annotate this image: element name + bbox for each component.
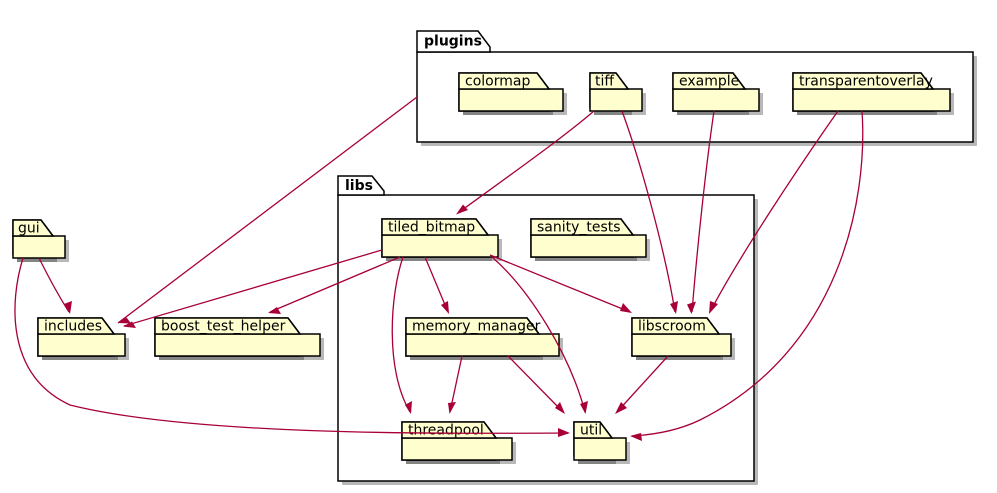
package-plugins-label: plugins	[424, 34, 482, 50]
node-libscroom-label: libscroom	[638, 319, 706, 335]
node-gui[interactable]: gui	[12, 219, 69, 262]
edge-tiled_bitmap-to-includes	[123, 249, 383, 328]
node-example-label: example	[679, 74, 739, 90]
node-transparentoverlay-label: transparentoverlay	[799, 74, 933, 90]
node-memory_manager[interactable]: memory_manager	[405, 317, 563, 360]
package-libs-label: libs	[345, 178, 373, 194]
node-util[interactable]: util	[573, 421, 630, 464]
node-threadpool[interactable]: threadpool	[401, 421, 516, 464]
edge-plugins-to-includes	[117, 96, 418, 324]
node-tiled_bitmap[interactable]: tiled_bitmap	[381, 218, 502, 261]
edge-gui-to-util	[14, 257, 570, 437]
edge-memory_manager-to-util	[507, 355, 565, 414]
node-tiled_bitmap-label: tiled_bitmap	[388, 220, 475, 236]
edge-tiled_bitmap-to-memory_manager	[424, 256, 449, 314]
node-colormap-label: colormap	[465, 74, 530, 90]
node-boost_test_helper-label: boost_test_helper	[161, 319, 286, 335]
node-tiff[interactable]: tiff	[589, 72, 646, 115]
node-libscroom[interactable]: libscroom	[631, 317, 735, 360]
edges-layer	[14, 96, 864, 441]
node-example[interactable]: example	[672, 72, 763, 115]
edge-tiled_bitmap-to-util	[491, 256, 588, 414]
node-gui-label: gui	[18, 221, 40, 237]
node-util-label: util	[580, 423, 602, 439]
edge-memory_manager-to-threadpool	[448, 355, 463, 414]
node-threadpool-label: threadpool	[408, 423, 484, 439]
node-boost_test_helper[interactable]: boost_test_helper	[154, 317, 324, 360]
edge-tiled_bitmap-to-threadpool	[391, 256, 412, 414]
node-colormap[interactable]: colormap	[458, 72, 567, 115]
node-tiff-label: tiff	[595, 74, 614, 90]
edge-tiled_bitmap-to-libscroom	[489, 254, 632, 313]
node-transparentoverlay[interactable]: transparentoverlay	[792, 72, 954, 115]
edge-transparentoverlay-to-libscroom	[709, 110, 839, 314]
edge-tiff-to-libscroom	[621, 110, 678, 314]
edge-libscroom-to-util	[615, 355, 669, 414]
node-memory_manager-label: memory_manager	[412, 319, 541, 335]
node-sanity_tests[interactable]: sanity_tests	[530, 218, 650, 261]
node-includes-label: includes	[44, 319, 102, 335]
edge-transparentoverlay-to-util	[630, 110, 864, 441]
edge-tiff-to-tiled_bitmap	[456, 110, 595, 215]
edge-gui-to-includes	[38, 257, 72, 314]
node-sanity_tests-label: sanity_tests	[537, 220, 621, 236]
node-includes[interactable]: includes	[37, 317, 129, 360]
edge-tiled_bitmap-to-boost_test_helper	[268, 256, 401, 314]
edge-example-to-libscroom	[687, 110, 715, 314]
